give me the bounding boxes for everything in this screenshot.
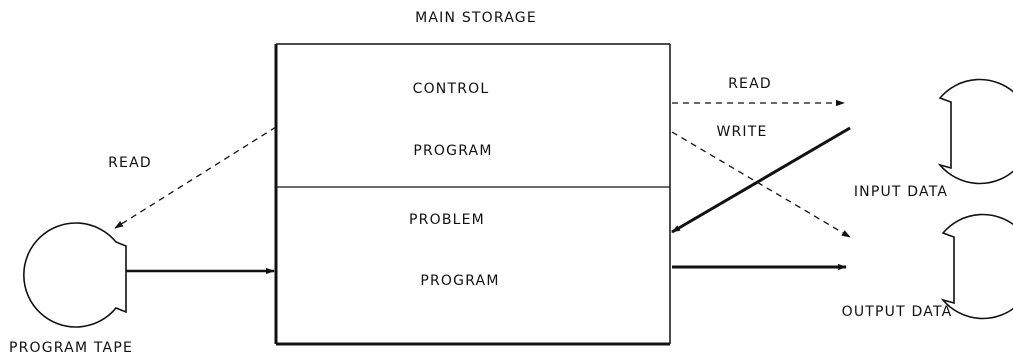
program-tape-label: PROGRAM TAPE <box>9 340 133 356</box>
diagram-title: MAIN STORAGE <box>415 10 537 26</box>
main-storage-box <box>274 43 671 346</box>
input-data-to-storage-arrow <box>671 126 851 234</box>
read-program-tape-arrow <box>114 126 277 229</box>
input-data-label: INPUT DATA <box>854 184 948 200</box>
read-left-label: READ <box>108 155 152 171</box>
output-data-label: OUTPUT DATA <box>842 304 953 320</box>
read-right-label: READ <box>728 76 772 92</box>
problem-program-label-line1: PROBLEM <box>409 212 485 228</box>
write-right-label: WRITE <box>716 124 767 140</box>
control-program-label-line1: CONTROL <box>413 81 490 97</box>
program-tape-reel-icon <box>23 222 127 328</box>
input-data-reel-icon <box>937 78 1013 185</box>
output-data-reel-icon <box>940 213 1013 320</box>
write-output-data-arrow <box>671 131 851 238</box>
control-program-label-line2: PROGRAM <box>413 143 492 159</box>
problem-program-label-line2: PROGRAM <box>420 273 499 289</box>
